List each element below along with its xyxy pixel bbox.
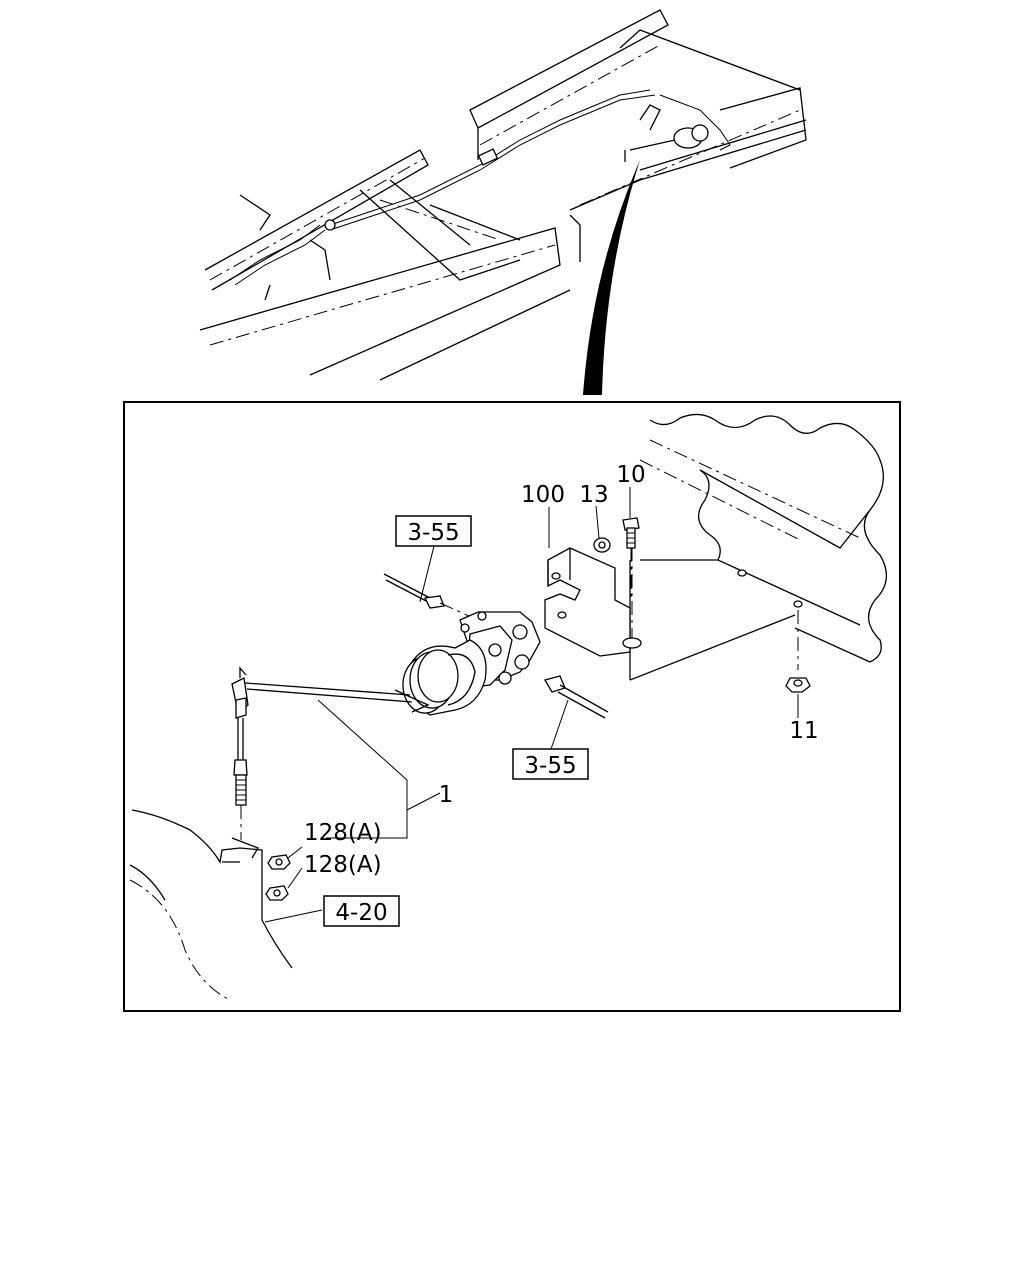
axle-housing — [129, 809, 293, 1001]
callout-10: 10 — [616, 462, 645, 488]
detail-view: 3-55 3-55 4-20 100 13 10 11 1 128(A) 128… — [129, 413, 887, 1001]
callout-128a-lower: 128(A) — [304, 852, 382, 878]
callout-13: 13 — [579, 482, 608, 508]
reference-label: 4-20 — [335, 900, 387, 926]
reference-box-3-55-top[interactable]: 3-55 — [395, 515, 472, 547]
callout-128a-upper: 128(A) — [304, 820, 382, 846]
callout-1: 1 — [439, 782, 454, 808]
brake-line-lower — [544, 675, 609, 719]
nut-128a-upper — [267, 854, 291, 870]
push-rod — [244, 682, 430, 713]
lever-linkage — [231, 666, 249, 840]
reference-label: 3-55 — [407, 520, 459, 546]
brake-line-upper — [383, 573, 479, 621]
clutch-actuator — [402, 611, 541, 716]
nut-11 — [785, 677, 811, 693]
leader-lines — [264, 487, 799, 923]
reference-box-3-55-bottom[interactable]: 3-55 — [512, 748, 589, 780]
reference-box-4-20[interactable]: 4-20 — [323, 895, 400, 927]
bracket — [544, 547, 642, 657]
bolt — [622, 517, 640, 600]
nut-128a-lower — [265, 885, 289, 901]
overview-actuator — [624, 104, 709, 162]
reference-label: 3-55 — [524, 753, 576, 779]
nut-13 — [593, 537, 611, 553]
detail-pointer — [583, 160, 640, 395]
detail-frame — [123, 401, 901, 1012]
callout-100: 100 — [521, 482, 565, 508]
chassis-overview — [199, 9, 807, 395]
callout-11: 11 — [789, 718, 818, 744]
